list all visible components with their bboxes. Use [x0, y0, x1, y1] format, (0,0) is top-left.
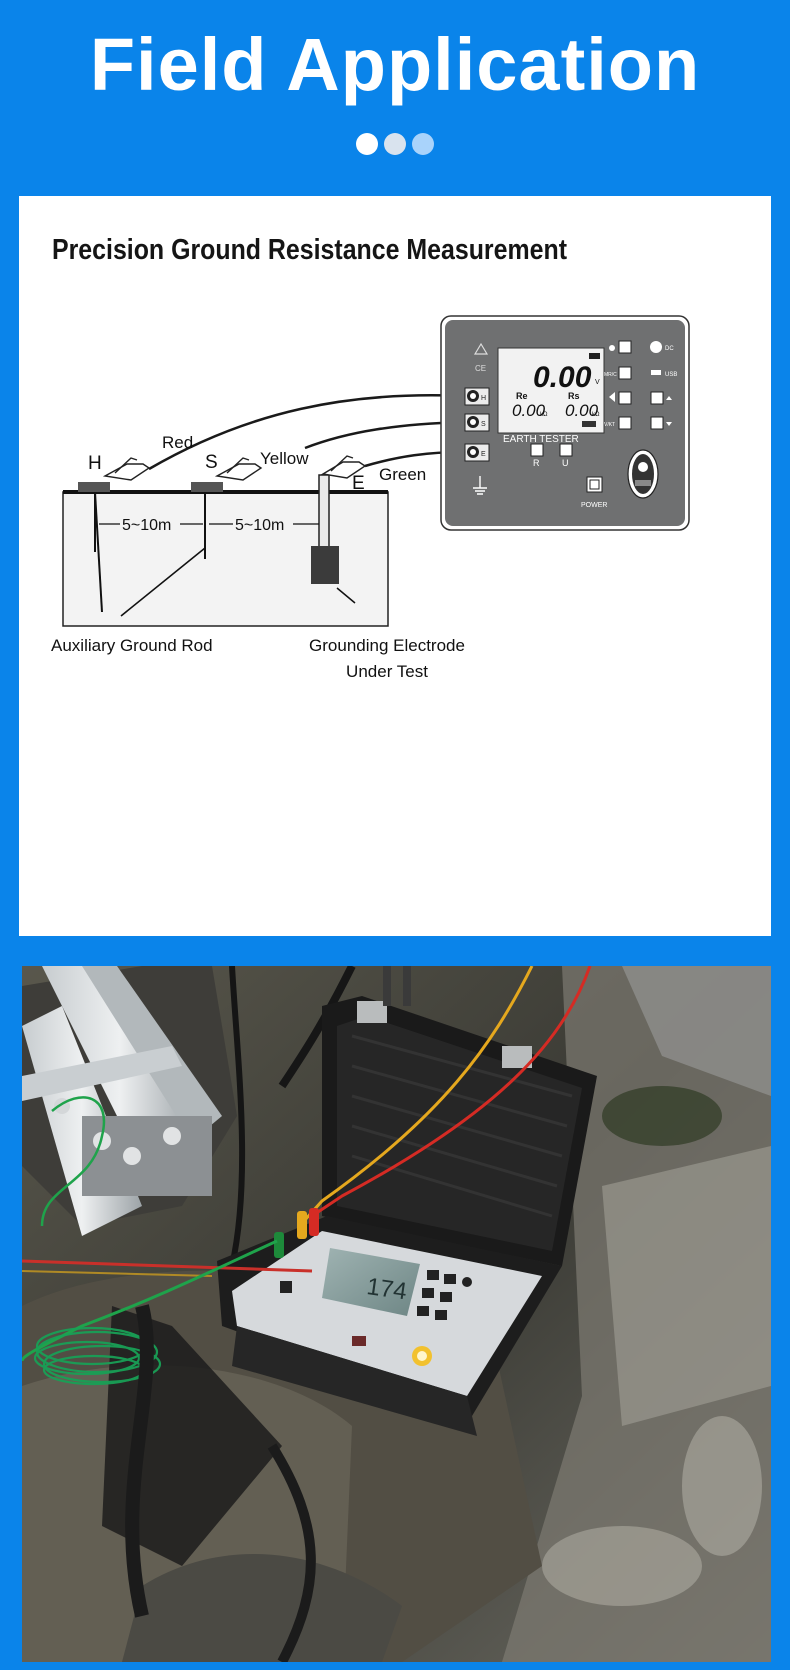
rod-h-label: H	[88, 453, 102, 474]
rod-s-label: S	[205, 452, 218, 473]
aux-rod-label: Auxiliary Ground Rod	[51, 636, 213, 655]
lcd-re-value: 0.00	[512, 401, 546, 420]
wire-yellow-label: Yellow	[260, 449, 309, 468]
ce-mark-icon: CE	[475, 364, 486, 373]
rod-h	[78, 482, 110, 613]
warning-icon	[473, 342, 489, 355]
lcd-rs-unit: kΩ	[592, 412, 600, 418]
r-button-label: R	[533, 458, 540, 468]
lcd-rs-value: 0.00	[565, 401, 599, 420]
terminal-s[interactable]: S	[464, 413, 490, 432]
device-name: EARTH TESTER	[503, 434, 579, 445]
rotary-knob[interactable]	[627, 449, 659, 499]
photo-screen-reading: 174	[365, 1273, 408, 1305]
power-label: POWER	[581, 502, 607, 509]
lcd-screen	[497, 347, 605, 434]
terminal-h[interactable]: H	[464, 387, 490, 406]
usb-label: USB	[665, 372, 677, 378]
photo-tester-screen	[322, 1248, 420, 1316]
electrode-e	[311, 474, 356, 604]
mr-label: MR/C	[604, 372, 617, 378]
u-button-label: U	[562, 458, 569, 468]
ground-symbol-icon	[473, 476, 487, 495]
lcd-re-label: Re	[516, 391, 528, 401]
earth-tester-device: CE K 0.00 V Re Rs 0.00 kΩ 0.00 kΩ EARTH …	[440, 315, 690, 531]
electrode-label-line2: Under Test	[346, 662, 428, 681]
terminal-e-label: E	[481, 451, 486, 458]
spacing-1-label: 5~10m	[122, 517, 171, 534]
side-indicator-icon	[609, 345, 615, 351]
side-button-2[interactable]	[618, 366, 632, 380]
photo-red-lead	[311, 966, 592, 1218]
up-arrow-icon	[666, 396, 672, 400]
carousel-dot-3[interactable]	[412, 133, 434, 155]
spacing-1: 5~10m	[99, 517, 203, 534]
wiring-diagram: Precision Ground Resistance Measurement	[51, 234, 690, 681]
usb-icon	[651, 370, 661, 375]
clip-s-icon	[214, 457, 263, 481]
terminal-e[interactable]: E	[464, 443, 490, 462]
side-button-4[interactable]	[618, 416, 632, 430]
battery-icon	[589, 353, 600, 359]
electrode-label-line1: Grounding Electrode	[309, 636, 465, 655]
wire-green-label: Green	[379, 465, 426, 484]
power-button[interactable]	[586, 476, 603, 493]
spacing-2: 5~10m	[209, 517, 319, 534]
diagram-panel: Precision Ground Resistance Measurement	[19, 196, 771, 936]
u-button[interactable]	[559, 443, 573, 457]
down-arrow-icon	[666, 422, 672, 426]
ground-area	[62, 491, 389, 627]
terminal-h-label: H	[481, 395, 486, 402]
side-button-1[interactable]	[618, 340, 632, 354]
diagram-title: Precision Ground Resistance Measurement	[52, 234, 567, 266]
lcd-main-reading: 0.00	[533, 361, 592, 394]
clip-h-icon	[102, 457, 151, 481]
wire-red-label: Red	[162, 433, 193, 452]
side-button-3[interactable]	[618, 391, 632, 405]
lcd-re-unit: kΩ	[540, 412, 548, 418]
vkt-label: V/KT	[604, 422, 615, 428]
rod-e-label: E	[352, 473, 365, 494]
r-button[interactable]	[530, 443, 544, 457]
dc-button[interactable]	[650, 341, 662, 353]
down-button[interactable]	[650, 416, 664, 430]
carousel-dot-1[interactable]	[356, 133, 378, 155]
up-button[interactable]	[650, 391, 664, 405]
wire-red	[148, 394, 465, 471]
wire-yellow	[304, 420, 465, 450]
lcd-unit-v: V	[595, 379, 600, 386]
spacing-2-label: 5~10m	[235, 517, 284, 534]
carousel-indicator	[0, 133, 790, 155]
field-photo-illustration: 174	[22, 966, 771, 1662]
photo-yellow-lead	[302, 966, 534, 1223]
page-title: Field Application	[89, 23, 701, 106]
field-photo: 174	[22, 966, 771, 1662]
terminal-s-label: S	[481, 421, 486, 428]
lcd-rs-label: Rs	[568, 391, 580, 401]
dc-label: DC	[665, 346, 674, 352]
left-arrow-icon	[609, 392, 615, 402]
clip-e-icon	[321, 455, 367, 479]
carousel-dot-2[interactable]	[384, 133, 406, 155]
tower-legs	[22, 966, 237, 1236]
rod-s	[120, 482, 223, 617]
photo-green-lead	[22, 1239, 278, 1362]
